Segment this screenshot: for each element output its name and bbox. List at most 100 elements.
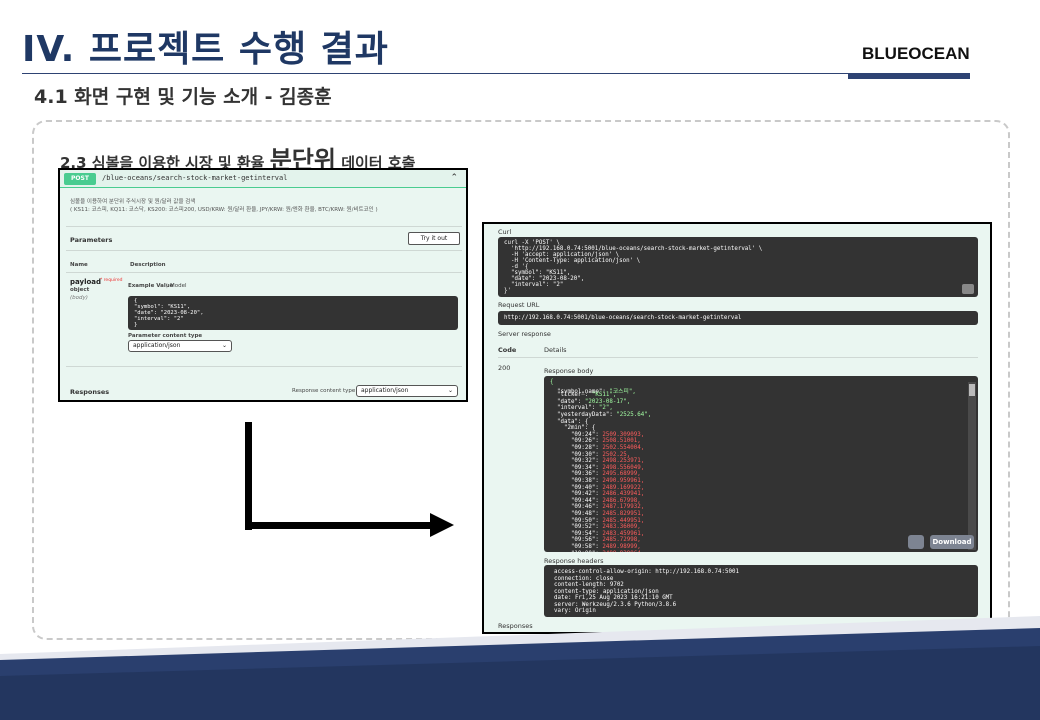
json-key: "symbol_name": xyxy=(550,388,610,395)
json-key: "09:38": xyxy=(550,478,603,484)
chevron-down-icon: ⌄ xyxy=(447,387,453,394)
curl-line: 'http://192.168.0.74:5001/blue-oceans/se… xyxy=(504,246,763,252)
divider xyxy=(498,357,978,358)
slide-subtitle: 4.1 화면 구현 및 기능 소개 - 김종훈 xyxy=(34,86,332,108)
chevron-up-icon[interactable]: ⌃ xyxy=(450,173,458,183)
json-value: 2485.72998, xyxy=(602,537,641,544)
footer-decoration xyxy=(0,616,1040,720)
json-key: "09:34": xyxy=(550,464,603,471)
body-line: "09:26": 2508.51001, xyxy=(550,438,641,444)
header-line: server: Werkzeug/2.3.6 Python/3.8.6 xyxy=(554,601,677,608)
json-value: 2483.36009, xyxy=(602,524,641,531)
json-value: 2489.98999, xyxy=(602,544,641,550)
param-type: object xyxy=(70,287,90,293)
json-value: 2502.554004, xyxy=(602,445,645,451)
json-value: 2509.309093, xyxy=(602,431,645,438)
response-content-type-select[interactable]: application/json⌄ xyxy=(356,385,458,397)
brand-logo-text: BLUEOCEAN xyxy=(862,44,970,63)
curl-line: "symbol": "KS11", xyxy=(504,270,571,276)
json-key: "data": { xyxy=(550,418,589,425)
copy-icon[interactable] xyxy=(962,284,974,294)
json-key: "09:30": xyxy=(550,451,603,458)
header-line: connection: close xyxy=(554,575,614,582)
json-value: 2508.51001, xyxy=(602,438,641,445)
json-value: { xyxy=(550,379,554,385)
curl-code-box: curl -X 'POST' \ 'http://192.168.0.74:50… xyxy=(498,237,978,297)
scrollbar-thumb[interactable] xyxy=(969,384,975,396)
body-line: "09:32": 2498.253971, xyxy=(550,458,644,464)
json-key: "09:24": xyxy=(550,431,603,438)
json-key: "09:26": xyxy=(550,438,603,445)
json-value: "2", xyxy=(598,405,613,412)
swagger-request-panel: POST /blue-oceans/search-stock-market-ge… xyxy=(58,168,468,402)
json-key: "10:00": xyxy=(550,551,602,552)
code-line: { xyxy=(134,298,138,304)
json-value: 2489.169922, xyxy=(602,484,645,491)
divider xyxy=(66,250,462,251)
body-line: "interval": "2", xyxy=(550,405,613,411)
parameter-content-type-select[interactable]: application/json⌄ xyxy=(128,340,232,352)
json-key: "09:36": xyxy=(550,471,603,478)
json-key: "09:52": xyxy=(550,524,603,531)
curl-line: }' xyxy=(504,288,511,294)
parameters-title: Parameters xyxy=(70,236,113,244)
body-line: "09:36": 2495.68999, xyxy=(550,471,641,477)
flow-arrow-stem xyxy=(245,422,252,530)
curl-label: Curl xyxy=(498,228,512,236)
json-value: 2502.25, xyxy=(602,451,631,458)
json-value: "2525.64", xyxy=(616,412,652,418)
download-button[interactable]: Download xyxy=(930,535,974,549)
body-line: "ticker": "KS11", xyxy=(550,392,616,398)
flow-arrow-shaft xyxy=(245,522,433,529)
body-line: "09:30": 2502.25, xyxy=(550,452,630,458)
server-response-label: Server response xyxy=(498,330,551,338)
json-value: 2498.253971, xyxy=(602,458,645,465)
copy-icon[interactable] xyxy=(908,535,924,549)
body-line: "data": { xyxy=(550,419,588,425)
request-url: http://192.168.0.74:5001/blue-oceans/sea… xyxy=(504,315,742,321)
param-location: (body) xyxy=(70,295,88,301)
response-body-label: Response body xyxy=(544,367,594,375)
response-body-box[interactable]: { "symbol_name": "코스피", "ticker": "KS11"… xyxy=(544,376,978,552)
body-line: "09:28": 2502.554004, xyxy=(550,445,644,451)
json-value: 2490.959961, xyxy=(602,478,645,484)
body-line: "09:52": 2483.36009, xyxy=(550,524,641,530)
method-badge: POST xyxy=(64,173,96,185)
model-tab[interactable]: Model xyxy=(170,283,187,289)
column-header-description: Description xyxy=(130,262,166,268)
body-line: "09:34": 2498.556049, xyxy=(550,465,644,471)
column-header-name: Name xyxy=(70,262,88,268)
example-value-tab[interactable]: Example Value xyxy=(128,283,174,289)
header-line: date: Fri,25 Aug 2023 16:21:10 GMT xyxy=(554,595,673,601)
operation-description: 심볼을 이용하여 분단위 주식시장 및 원/달러 값을 검색 ( KS11: 코… xyxy=(70,198,378,214)
json-key: "09:46": xyxy=(550,504,603,511)
scrollbar[interactable] xyxy=(968,382,976,550)
request-url-label: Request URL xyxy=(498,301,540,309)
json-value: "2023-08-17", xyxy=(584,398,631,405)
header-line: content-length: 9702 xyxy=(554,582,624,588)
try-it-out-button[interactable]: Try it out xyxy=(408,232,460,245)
endpoint-path: /blue-oceans/search-stock-market-getinte… xyxy=(102,174,288,182)
json-key: "09:50": xyxy=(550,517,603,524)
response-headers-label: Response headers xyxy=(544,557,604,565)
header-line: access-control-allow-origin: http://192.… xyxy=(554,569,739,575)
code-line: "date": "2023-08-20", xyxy=(134,310,204,316)
responses-title: Responses xyxy=(70,388,110,396)
curl-line: "date": "2023-08-20", xyxy=(504,276,585,282)
header-line: content-type: application/json xyxy=(554,588,659,595)
curl-line: -H 'Content-Type: application/json' \ xyxy=(504,258,641,264)
divider xyxy=(66,366,462,367)
body-line: "09:48": 2485.829951, xyxy=(550,511,644,517)
description-line: 심볼을 이용하여 분단위 주식시장 및 원/달러 값을 검색 xyxy=(70,199,196,205)
body-line: "09:46": 2487.179932, xyxy=(550,504,644,510)
brand-underline-bar xyxy=(848,73,970,79)
curl-line: -d '{ xyxy=(504,264,529,270)
body-line: "date": "2023-08-17", xyxy=(550,399,630,405)
json-value: 2495.68999, xyxy=(602,471,641,478)
body-line: "09:40": 2489.169922, xyxy=(550,485,644,491)
select-value: application/json xyxy=(133,342,181,349)
json-value: 2483.459961, xyxy=(602,530,645,537)
operation-summary-bar[interactable]: POST /blue-oceans/search-stock-market-ge… xyxy=(60,170,466,188)
json-key: "yesterdayData": xyxy=(550,412,617,418)
example-json-box: { "symbol": "KS11", "date": "2023-08-20"… xyxy=(128,296,458,330)
